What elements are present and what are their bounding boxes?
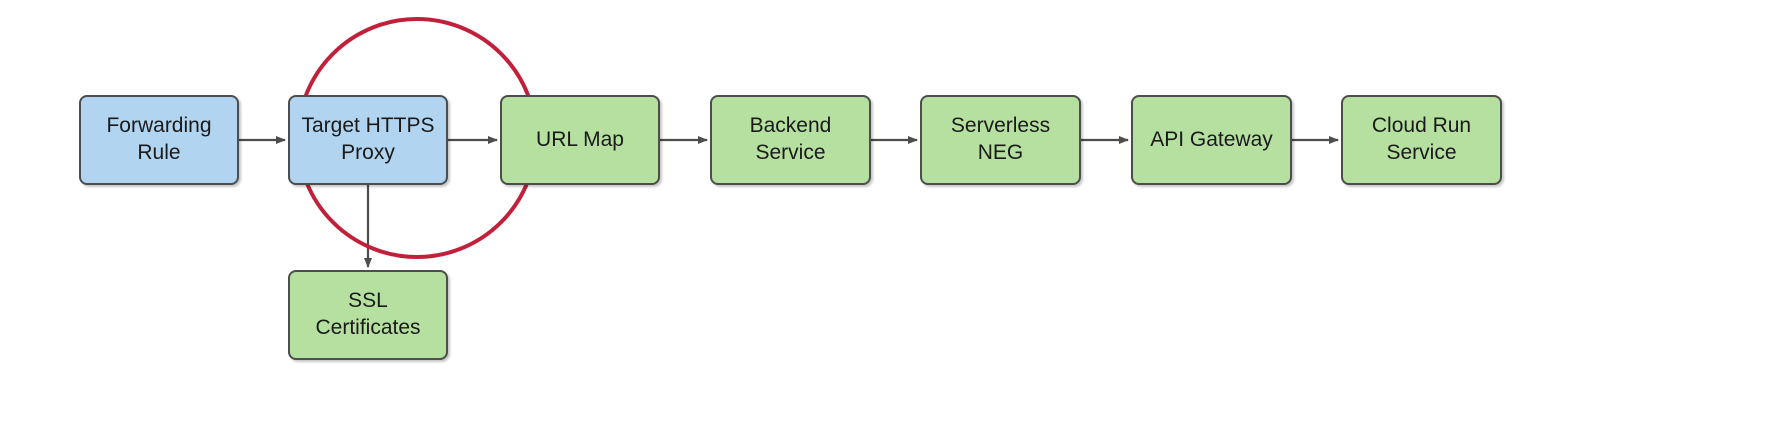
node-label-ssl-certificates: SSL Certificates <box>315 289 421 339</box>
node-label-serverless-neg: Serverless NEG <box>950 114 1051 164</box>
node-label-backend-service: Backend Service <box>749 114 832 164</box>
node-url-map[interactable]: URL Map <box>500 95 660 185</box>
node-serverless-neg[interactable]: Serverless NEG <box>920 95 1081 185</box>
node-ssl-certificates[interactable]: SSL Certificates <box>288 270 448 360</box>
node-api-gateway[interactable]: API Gateway <box>1131 95 1292 185</box>
node-target-https-proxy[interactable]: Target HTTPS Proxy <box>288 95 448 185</box>
node-label-url-map: URL Map <box>536 127 624 151</box>
node-cloud-run-service[interactable]: Cloud Run Service <box>1341 95 1502 185</box>
node-forwarding-rule[interactable]: Forwarding Rule <box>79 95 239 185</box>
node-label-cloud-run-service: Cloud Run Service <box>1371 114 1472 164</box>
node-label-target-https-proxy: Target HTTPS Proxy <box>301 114 435 164</box>
node-label-forwarding-rule: Forwarding Rule <box>106 114 212 164</box>
node-label-api-gateway: API Gateway <box>1150 127 1273 151</box>
node-backend-service[interactable]: Backend Service <box>710 95 871 185</box>
